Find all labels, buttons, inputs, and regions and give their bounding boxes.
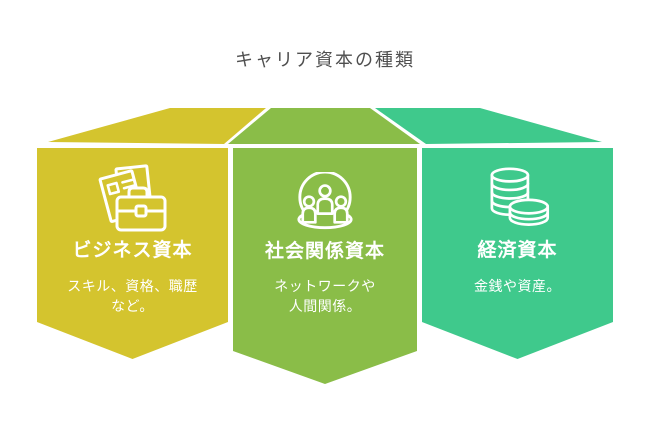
banner-social-body (233, 148, 417, 384)
banner-economic-fold (375, 108, 602, 144)
banner-business-fold (48, 108, 266, 144)
page-title: キャリア資本の種類 (235, 50, 415, 70)
banner-economic-body (422, 148, 613, 359)
banner-social-roof (228, 108, 420, 144)
banner-business-body (37, 148, 228, 359)
